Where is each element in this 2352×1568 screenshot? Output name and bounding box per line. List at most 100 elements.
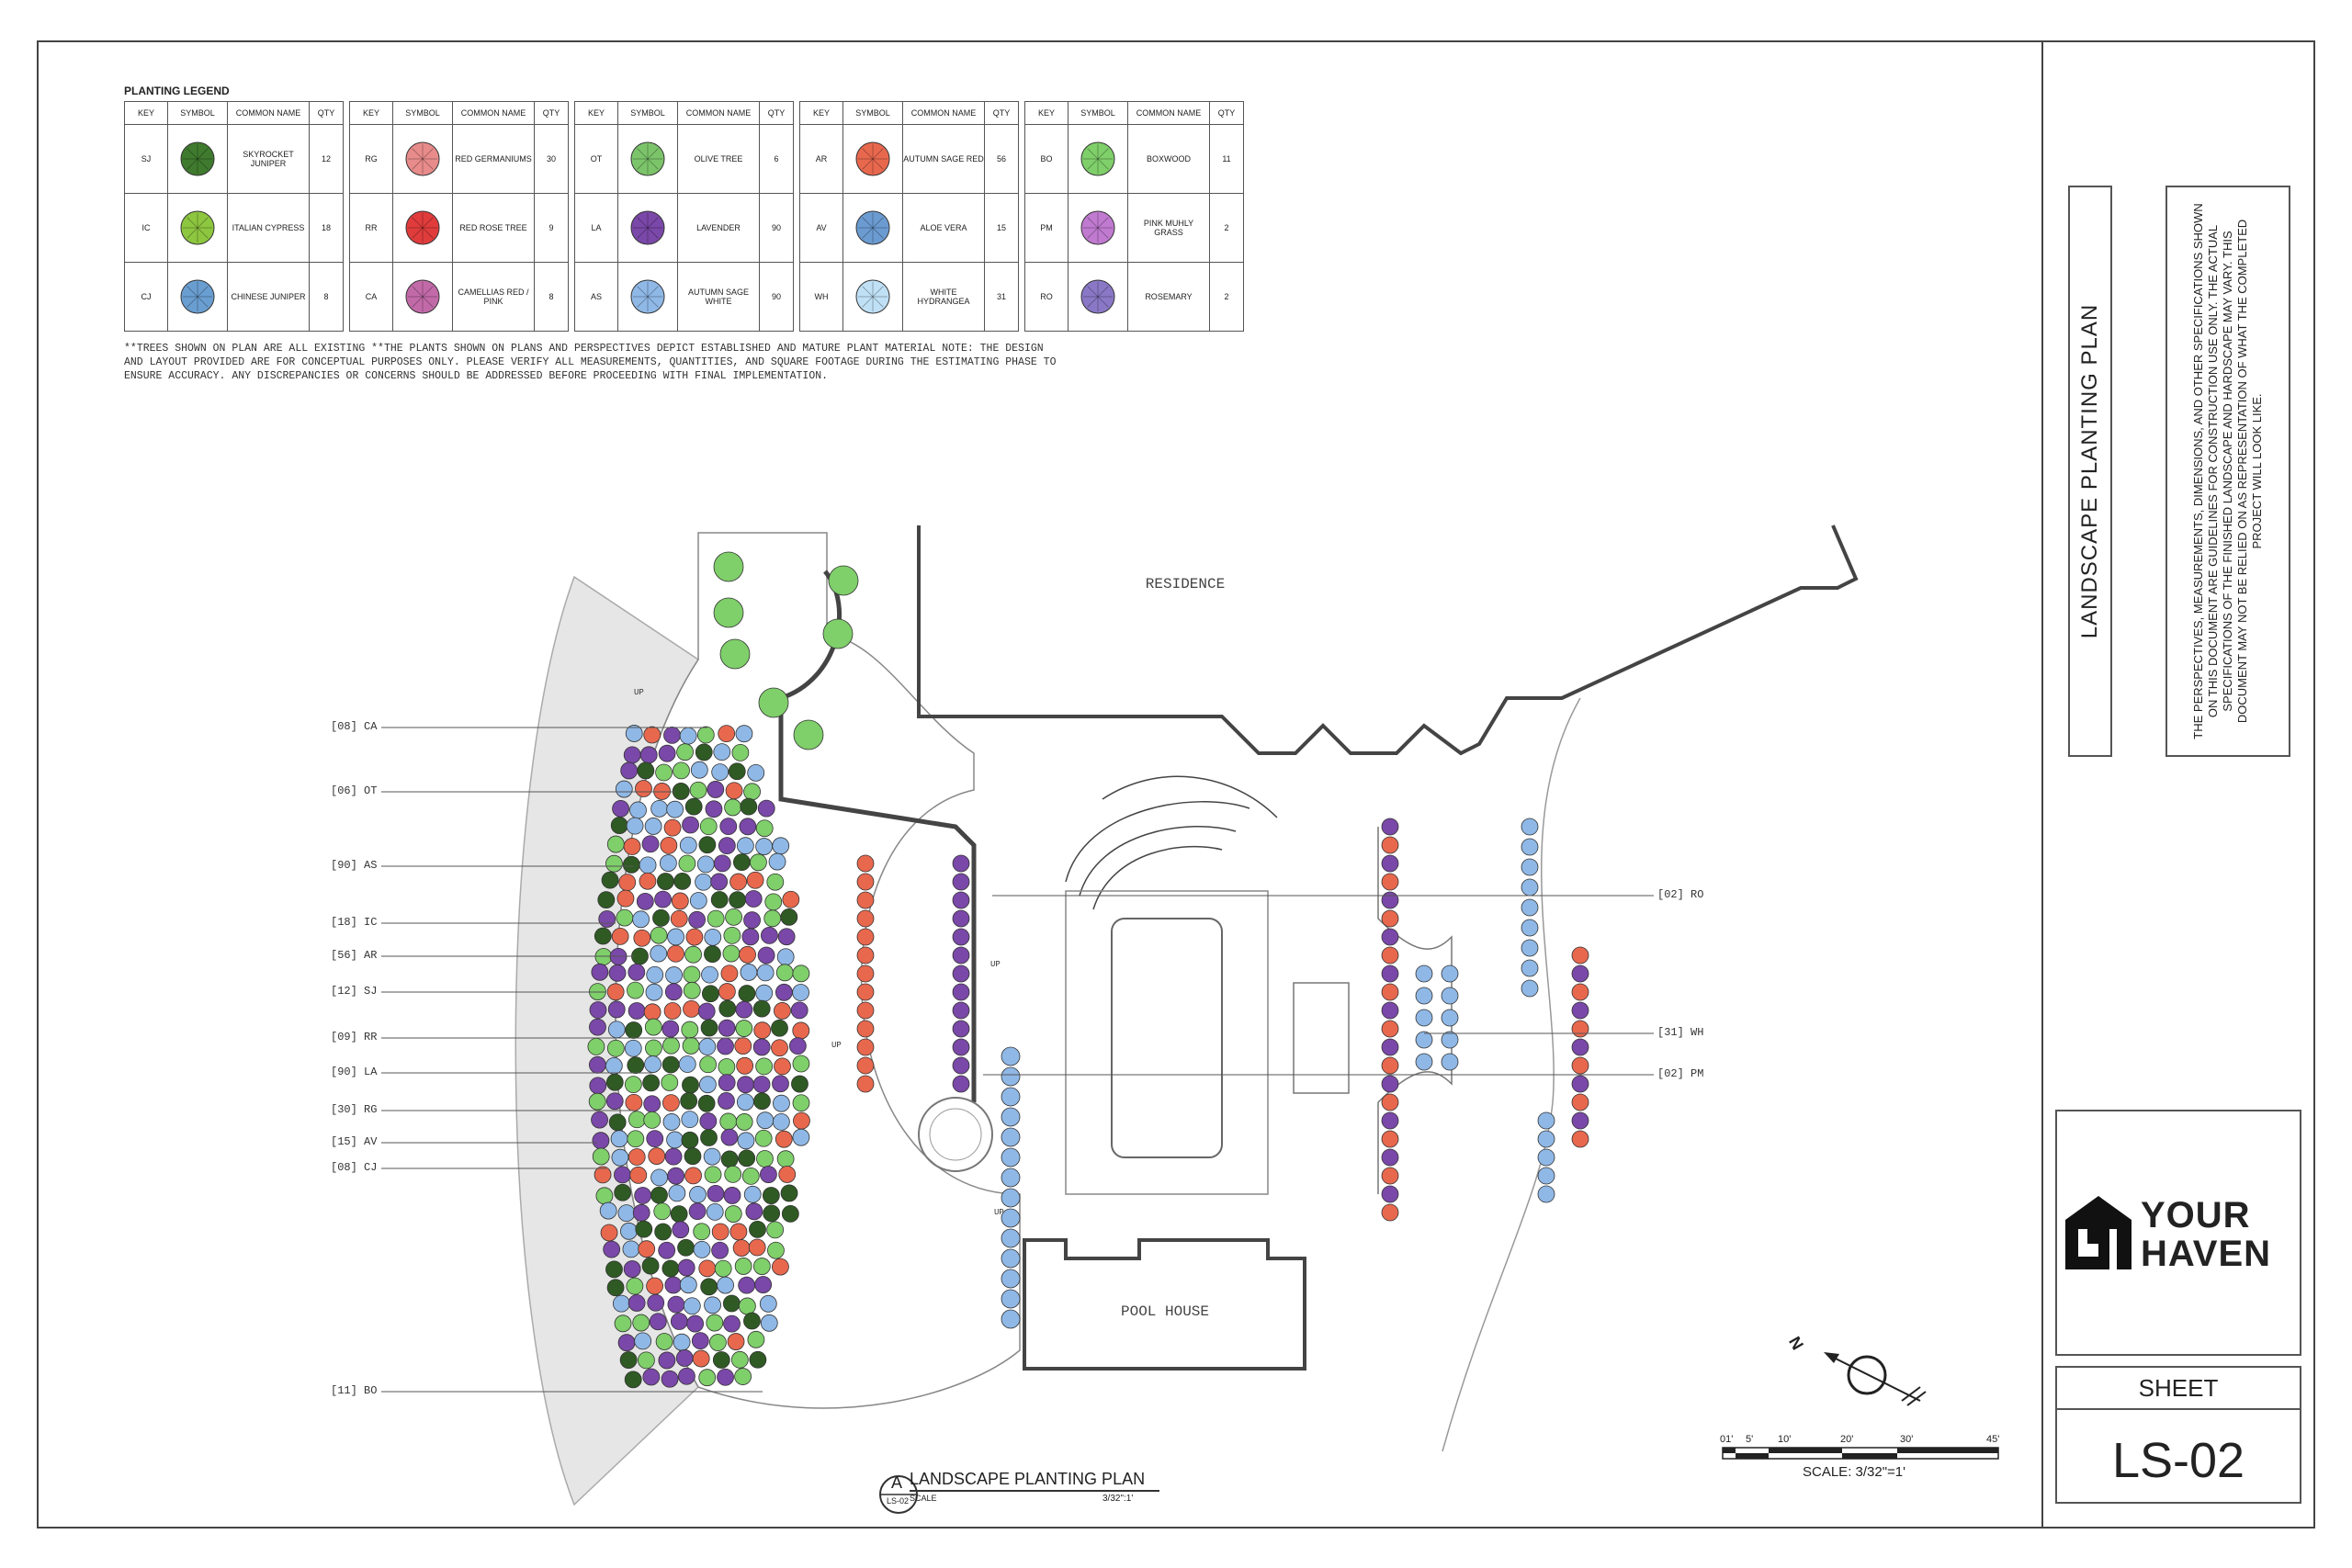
north-arrow-tail-a	[1901, 1386, 1921, 1402]
juniper-plant	[594, 927, 612, 945]
fountain	[918, 1097, 993, 1172]
lavender-plant	[718, 1092, 735, 1110]
autumn-sage-red-plant	[718, 725, 736, 743]
boxwood-plant	[734, 1258, 752, 1275]
autumn-sage-red-plant	[856, 909, 875, 928]
autumn-sage-red-plant	[1381, 946, 1399, 964]
lavender-plant	[952, 891, 970, 909]
lavender-plant	[1381, 1075, 1399, 1093]
autumn-sage-red-plant	[1381, 873, 1399, 891]
lavender-plant	[623, 1260, 641, 1278]
lavender-plant	[682, 816, 699, 834]
juniper-plant	[684, 797, 703, 816]
autumn-sage-red-plant	[1381, 1093, 1399, 1111]
autumn-sage-white-plant	[679, 1276, 697, 1294]
autumn-sage-red-plant	[774, 1057, 791, 1076]
lavender-plant	[754, 1276, 773, 1293]
lavender-plant	[952, 854, 970, 873]
aloe-vera-icon-stroke	[872, 217, 884, 229]
scale-seg-1	[1723, 1448, 1736, 1453]
lavender-icon-stroke	[647, 227, 659, 239]
autumn-sage-red-plant	[616, 889, 635, 908]
juniper-plant	[771, 1019, 788, 1037]
legend-header-cname: COMMON NAME	[1127, 101, 1210, 125]
skyrocket-juniper-icon-shape	[180, 141, 215, 176]
legend-common-name: CAMELLIAS RED / PINK	[452, 262, 535, 332]
red-rose-tree-icon	[405, 210, 440, 245]
lavender-plant	[735, 1000, 753, 1019]
lavender-plant	[952, 983, 970, 1001]
legend-symbol	[617, 124, 678, 194]
legend-header-key: KEY	[124, 101, 168, 125]
boxwood-plant	[673, 761, 690, 780]
legend-qty: 8	[309, 262, 344, 332]
drawing-scale-label: SCALE	[910, 1494, 937, 1503]
autumn-sage-white-plant	[1001, 1208, 1021, 1228]
boxwood-plant	[792, 1055, 810, 1073]
boxwood-icon-stroke	[1097, 158, 1109, 170]
camellias-icon-stroke	[412, 286, 424, 298]
boxwood-plant	[626, 1277, 644, 1295]
autumn-sage-white-plant	[599, 1201, 617, 1220]
juniper-plant	[700, 1019, 718, 1037]
lavender-plant	[664, 983, 683, 1001]
pink-muhly-grass-icon-stroke	[1087, 227, 1099, 239]
autumn-sage-white-plant	[756, 964, 775, 982]
autumn-sage-white-plant	[759, 1294, 777, 1313]
boxwood-plant	[741, 1168, 760, 1185]
lavender-plant	[772, 1075, 789, 1093]
lavender-plant	[723, 1314, 741, 1333]
legend-qty: 12	[309, 124, 344, 194]
legend-header-cname: COMMON NAME	[452, 101, 535, 125]
legend-key: PM	[1024, 193, 1069, 263]
chinese-juniper-icon-stroke	[187, 286, 198, 298]
lavender-plant	[608, 964, 627, 982]
logo-line-1: YOUR	[2141, 1195, 2251, 1235]
autumn-sage-white-plant	[1441, 1009, 1459, 1027]
olive-tree-icon-stroke	[637, 148, 649, 160]
boxwood-plant	[755, 819, 774, 838]
boxwood-plant	[755, 1057, 774, 1076]
juniper-plant	[738, 1149, 756, 1168]
sheet-number: LS-02	[2111, 1433, 2245, 1488]
legend-header-qty: QTY	[984, 101, 1019, 125]
boxwood-plant	[588, 1092, 606, 1111]
water-feature	[1293, 982, 1350, 1094]
legend-key: LA	[574, 193, 618, 263]
callout-label: [90] LA	[331, 1066, 378, 1078]
autumn-sage-white-plant	[679, 836, 697, 854]
lavender-plant	[664, 1147, 683, 1166]
boxwood-plant	[592, 1147, 610, 1166]
red-germaniums-icon-stroke	[412, 158, 424, 170]
legend-key: OT	[574, 124, 618, 194]
autumn-sage-red-icon-shape	[855, 141, 890, 176]
juniper-plant	[614, 1183, 632, 1201]
lavender-plant	[1571, 1111, 1589, 1130]
callout-label: [09] RR	[331, 1031, 378, 1043]
autumn-sage-red-plant	[611, 928, 629, 945]
lavender-plant	[1381, 1001, 1399, 1020]
italian-cypress-icon-stroke	[197, 217, 209, 229]
autumn-sage-white-plant	[1537, 1130, 1555, 1148]
lavender-plant	[952, 964, 970, 983]
boxwood-plant	[766, 1221, 785, 1239]
juniper-plant	[635, 1220, 653, 1238]
legend-common-name: ROSEMARY	[1127, 262, 1210, 332]
legend-qty: 9	[534, 193, 569, 263]
boxwood-plant	[725, 908, 742, 926]
lavender-plant	[661, 1370, 679, 1388]
legend-key: AS	[574, 262, 618, 332]
autumn-sage-red-icon-stroke	[872, 158, 884, 170]
autumn-sage-red-plant	[856, 1038, 875, 1056]
autumn-sage-white-plant	[792, 1128, 810, 1146]
juniper-plant	[695, 743, 713, 761]
lavender-icon	[630, 210, 665, 245]
juniper-plant	[780, 1184, 798, 1202]
autumn-sage-red-plant	[692, 1349, 710, 1368]
